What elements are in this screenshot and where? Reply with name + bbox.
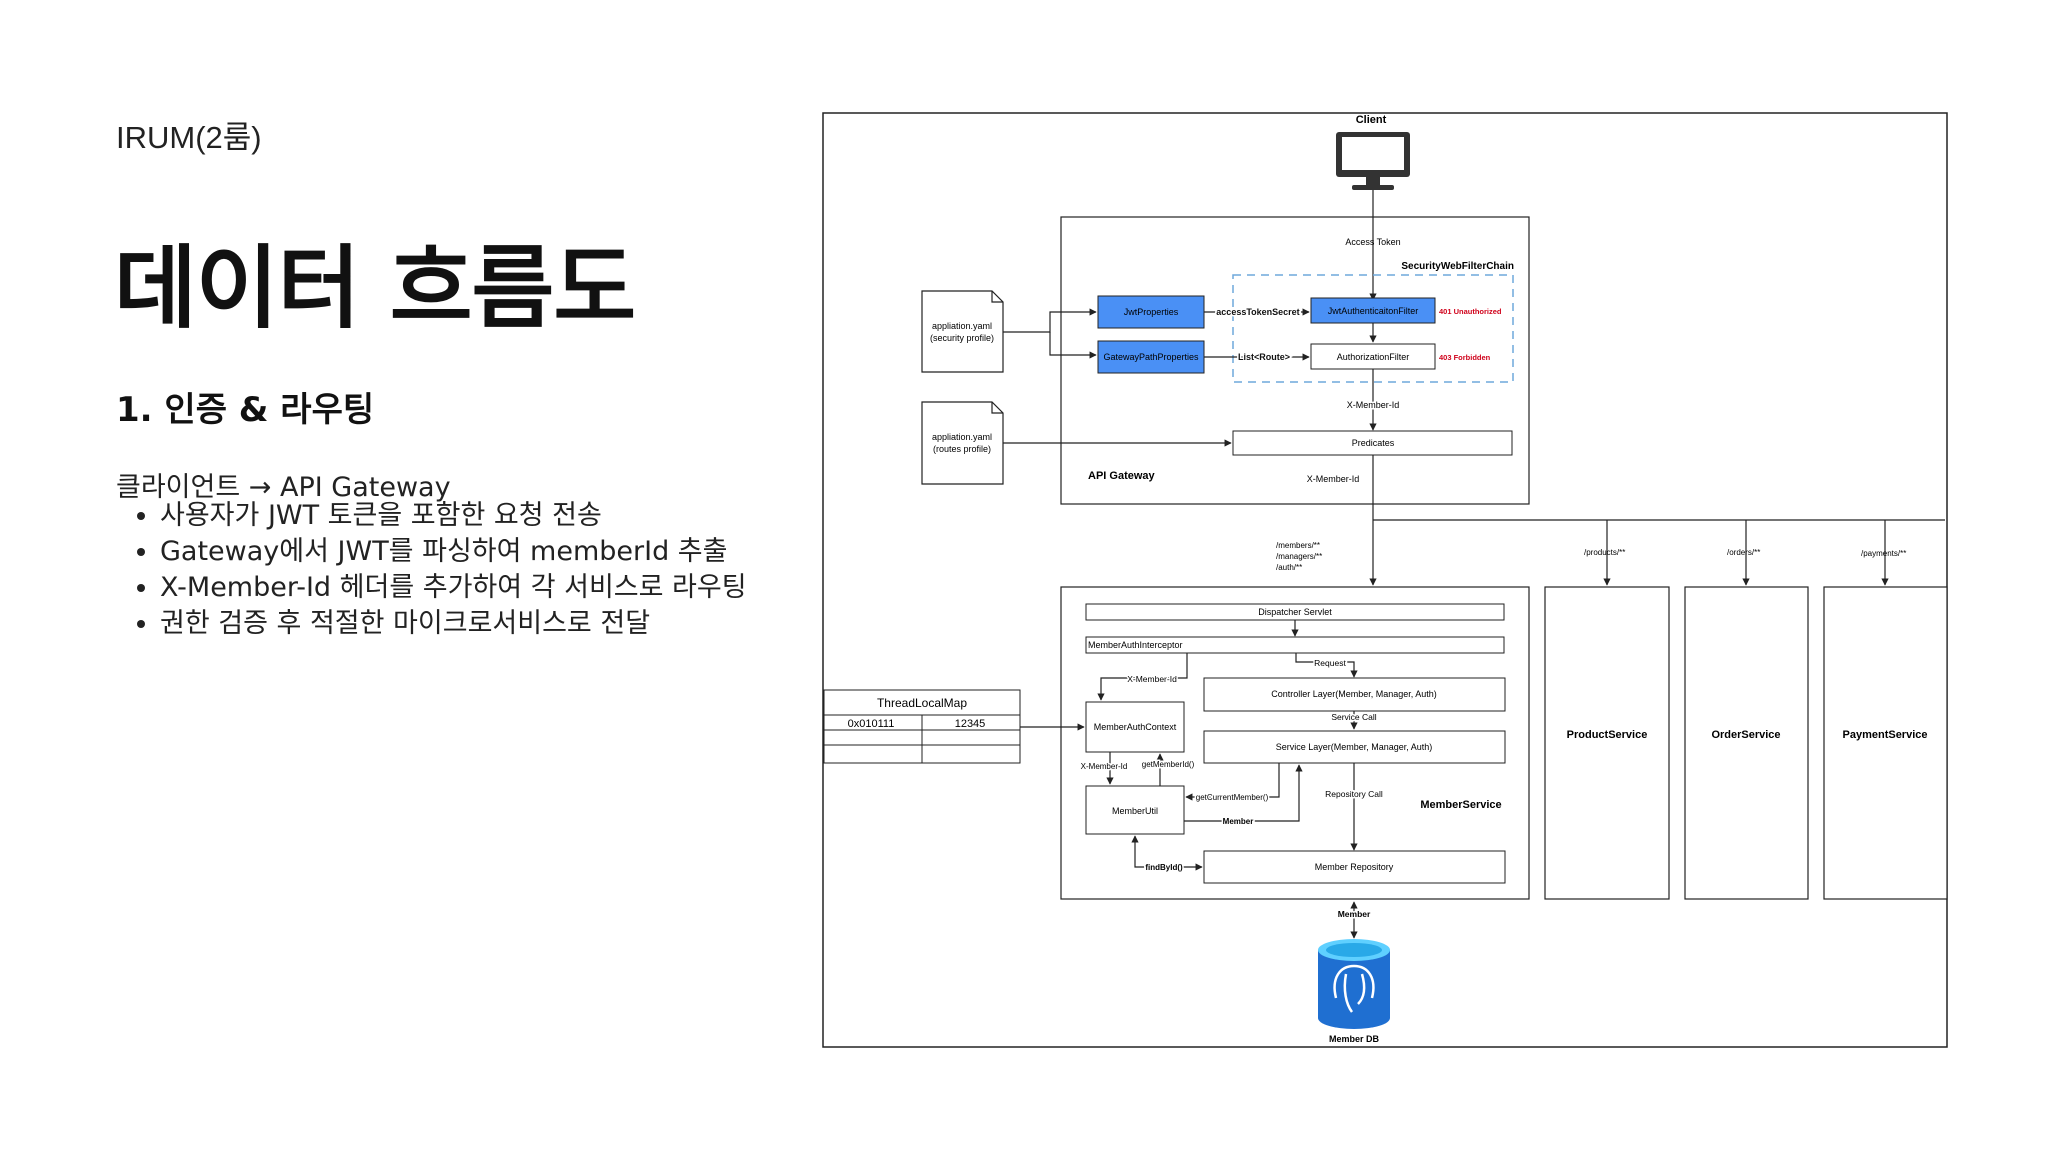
filter-chain-label: SecurityWebFilterChain [1401,261,1514,272]
yaml-routes-line2: (routes profile) [933,444,991,454]
member-service-label: MemberService [1420,799,1501,811]
route-orders: /orders/** [1727,548,1760,557]
monitor-icon [1336,132,1410,190]
access-token-secret-label: accessTokenSecret [1216,307,1299,317]
x-member-id-label-2: X-Member-Id [1307,474,1360,484]
client-label: Client [1356,114,1387,126]
jwt-filter-box [1310,297,1436,324]
access-token-label: Access Token [1345,237,1400,247]
payment-service-box [1823,586,1948,900]
repository-call-label: Repository Call [1325,789,1383,799]
get-member-id-label: getMemberId() [1142,760,1195,769]
database-icon [1318,939,1390,1029]
jwt-filter-label: JwtAuthenticaitonFilter [1328,306,1419,316]
order-service-label: OrderService [1711,729,1780,741]
yaml-security-doc: appliation.yaml (security profile) [921,290,1004,373]
flow-intro: 클라이언트 → API Gateway [116,472,451,503]
gateway-path-properties-box [1097,340,1205,374]
tlm-value: 12345 [955,718,986,730]
x-member-id-label-3: X-Member-Id [1127,674,1177,684]
member-service-box [1060,586,1530,900]
member-util-box [1085,785,1185,835]
api-gateway-label: API Gateway [1088,470,1156,482]
bullet-item: X-Member-Id 헤더를 추가하여 각 서비스로 라우팅 [160,570,747,606]
find-by-id-label: findById() [1145,863,1183,872]
route-managers: /managers/** [1276,552,1322,561]
slide-title: 데이터 흐름도 [114,236,636,341]
project-name: IRUM(2룸) [116,120,262,155]
bullet-list: 사용자가 JWT 토큰을 포함한 요청 전송 Gateway에서 JWT를 파싱… [116,498,747,642]
api-gateway-box [1060,216,1530,505]
jwt-properties-box [1097,295,1205,329]
member-label-1: Member [1223,817,1254,826]
thread-local-map-title: ThreadLocalMap [877,696,967,710]
auth-context-label: MemberAuthContext [1094,722,1177,732]
tlm-key: 0x010111 [848,718,895,730]
order-service-box [1684,586,1809,900]
member-label-2: Member [1338,909,1371,919]
bullet-item: 사용자가 JWT 토큰을 포함한 요청 전송 [160,498,747,534]
error-401-label: 401 Unauthorized [1439,307,1502,316]
route-products: /products/** [1584,548,1625,557]
member-repository-label: Member Repository [1315,862,1394,872]
jwt-properties-label: JwtProperties [1124,307,1179,317]
authz-filter-label: AuthorizationFilter [1337,352,1410,362]
dispatcher-label: Dispatcher Servlet [1258,607,1332,617]
service-layer-box [1203,730,1506,764]
yaml-routes-line1: appliation.yaml [932,432,992,442]
filter-chain-box [1232,274,1514,383]
error-403-label: 403 Forbidden [1439,353,1491,362]
member-db-label: Member DB [1329,1034,1380,1044]
authz-filter-box [1310,343,1436,370]
product-service-box [1544,586,1670,900]
product-service-label: ProductService [1567,729,1648,741]
predicates-label: Predicates [1352,438,1395,448]
gateway-path-properties-label: GatewayPathProperties [1103,352,1199,362]
bullet-item: 권한 검증 후 적절한 마이크로서비스로 전달 [160,606,747,642]
interceptor-label: MemberAuthInterceptor [1088,640,1183,650]
section-heading: 1. 인증 & 라우팅 [116,390,375,430]
controller-box [1203,677,1506,712]
service-layer-label: Service Layer(Member, Manager, Auth) [1276,742,1433,752]
yaml-security-line2: (security profile) [930,333,994,343]
member-repository-box [1203,850,1506,884]
yaml-security-line1: appliation.yaml [932,321,992,331]
get-current-member-label: getCurrentMember() [1196,793,1269,802]
auth-context-box [1085,701,1185,753]
x-member-id-label-1: X-Member-Id [1347,400,1400,410]
yaml-routes-doc: appliation.yaml (routes profile) [921,401,1004,485]
route-auth: /auth/** [1276,563,1302,572]
bullet-item: Gateway에서 JWT를 파싱하여 memberId 추출 [160,534,747,570]
controller-label: Controller Layer(Member, Manager, Auth) [1271,689,1437,699]
thread-local-map-table: ThreadLocalMap 0x010111 12345 [823,689,1021,764]
request-label: Request [1314,658,1346,668]
x-member-id-label-4: X-Member-Id [1081,762,1128,771]
service-call-label: Service Call [1331,712,1376,722]
route-payments: /payments/** [1861,549,1906,558]
route-members: /members/** [1276,541,1320,550]
member-util-label: MemberUtil [1112,806,1158,816]
diagram-frame [822,112,1948,1048]
payment-service-label: PaymentService [1843,729,1928,741]
list-route-label: List<Route> [1238,352,1290,362]
interceptor-box [1085,636,1505,654]
